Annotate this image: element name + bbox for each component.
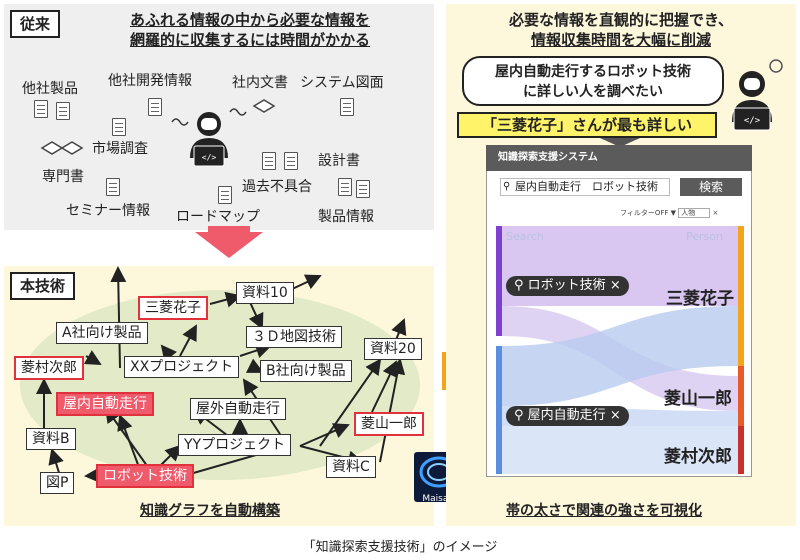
document-icon [56,102,70,120]
document-icon [338,178,352,196]
person-bar-jiro [738,426,744,474]
filter-toggle[interactable]: フィルターOFF [620,209,669,217]
node-mitsubishi-hanako: 三菱花子 [138,296,208,320]
node-doc20: 資料20 [364,338,422,360]
sankey-flows: Search Person [496,226,744,474]
col-person-label: Person [686,230,723,243]
document-icon [340,98,354,116]
query-pill-robot[interactable]: ⚲ ロボット技術 × [506,276,629,296]
query-pill-label: 屋内自動走行 [527,408,606,423]
search-input-value: 屋内自動走行 ロボット技術 [515,180,658,193]
benefit-heading-1: 必要な情報を直観的に把握でき、 [509,11,733,29]
system-title: 知識探索支援システム [486,145,752,171]
person-bar-hanako [738,226,744,366]
info-label: ロードマップ [176,209,260,225]
funnel-icon: ▼ [670,209,677,217]
info-label: 市場調査 [92,141,148,157]
node-hishiyama-ichiro: 菱山一郎 [354,412,424,436]
transition-down-arrow [195,232,263,258]
question-line-1: 屋内自動走行するロボット技術 [495,64,691,80]
conventional-tag: 従来 [10,10,61,38]
answer-pointer [600,138,640,147]
info-label: 製品情報 [318,209,374,225]
person-jiro: 菱村次郎 [664,447,732,467]
document-icon [112,118,126,136]
node-indoor-autonomous: 屋内自動走行 [56,392,154,416]
node-3d-map-tech: ３Ｄ地図技術 [246,326,342,348]
conventional-heading-2: 網羅的に収集するには時間がかかる [129,31,370,49]
svg-text:</>: </> [202,153,217,162]
node-doc10: 資料10 [236,282,294,304]
technique-tag: 本技術 [10,272,76,300]
document-icon [106,178,120,196]
search-icon: ⚲ [503,181,511,192]
books-icon [40,141,84,155]
node-robot-tech: ロボット技術 [96,464,194,488]
person-ichiro: 菱山一郎 [664,389,732,409]
info-label: 社内文書 [232,75,288,91]
remove-icon[interactable]: × [609,408,621,423]
node-doc-b: 資料B [26,428,76,450]
person-hanako: 三菱花子 [666,289,734,309]
flow-indoor-jiro [502,426,738,474]
person-laptop-idea-icon: </> [732,59,783,131]
technique-caption: 知識グラフを自動構築 [140,503,280,519]
search-icon: ⚲ [514,278,524,293]
document-icon [262,152,276,170]
node-company-b-product: B社向け製品 [260,360,352,382]
node-yy-project: YYプロジェクト [178,434,292,456]
svg-text:</>: </> [744,116,761,126]
query-bar-indoor [496,346,502,474]
node-doc-c: 資料C [326,456,376,478]
query-bar-robot [496,226,502,336]
col-search-label: Search [506,230,544,243]
query-pill-indoor[interactable]: ⚲ 屋内自動走行 × [506,406,629,426]
maisart-logo-text: Maisart [422,494,456,504]
benefit-heading-2: 情報収集時間を大幅に削減 [530,31,711,49]
filter-bar: フィルターOFF ▼ 人物 × [620,208,718,218]
document-icon [148,98,162,116]
search-button[interactable]: 検索 [680,178,742,196]
node-outdoor-autonomous: 屋外自動走行 [190,398,286,420]
node-hishimura-jiro: 菱村次郎 [14,356,84,380]
document-icon [284,152,298,170]
figure-caption: 「知識探索支援技術」のイメージ [302,540,498,555]
search-icon: ⚲ [514,408,524,423]
confused-icon [171,118,189,126]
info-label: セミナー情報 [66,203,150,219]
document-icon [356,180,370,198]
answer-banner: 「三菱花子」さんが最も詳しい [457,112,717,138]
info-label: 設計書 [318,153,360,169]
flow-indoor-hanako [502,306,738,406]
person-laptop-icon: </> [190,112,228,167]
document-icon [34,100,48,118]
question-line-2: に詳しい人を調べたい [523,84,663,100]
sankey-chart: Search Person [496,226,744,474]
transition-arrow-stem [208,226,250,236]
person-bar-ichiro [738,366,744,426]
info-label: システム図面 [300,75,384,91]
question-bubble: 屋内自動走行するロボット技術 に詳しい人を調べたい [462,56,724,106]
info-label: 過去不具合 [242,179,312,195]
node-figure-p: 図P [40,472,75,494]
benefit-caption: 帯の太さで関連の強さを可視化 [506,503,702,519]
book-icon [252,99,276,113]
node-xx-project: XXプロジェクト [124,356,240,378]
info-label: 他社製品 [22,81,78,97]
node-company-a-product: A社向け製品 [56,322,148,344]
info-label: 他社開発情報 [108,73,192,89]
conventional-heading-1: あふれる情報の中から必要な情報を [129,11,370,29]
confused-icon [229,108,247,116]
query-pill-label: ロボット技術 [527,278,606,293]
search-input[interactable]: ⚲ 屋内自動走行 ロボット技術 [500,178,670,196]
filter-select[interactable]: 人物 [678,208,711,218]
info-label: 専門書 [42,169,84,185]
clear-icon[interactable]: × [712,209,719,217]
document-icon [218,186,232,204]
remove-icon[interactable]: × [609,278,621,293]
